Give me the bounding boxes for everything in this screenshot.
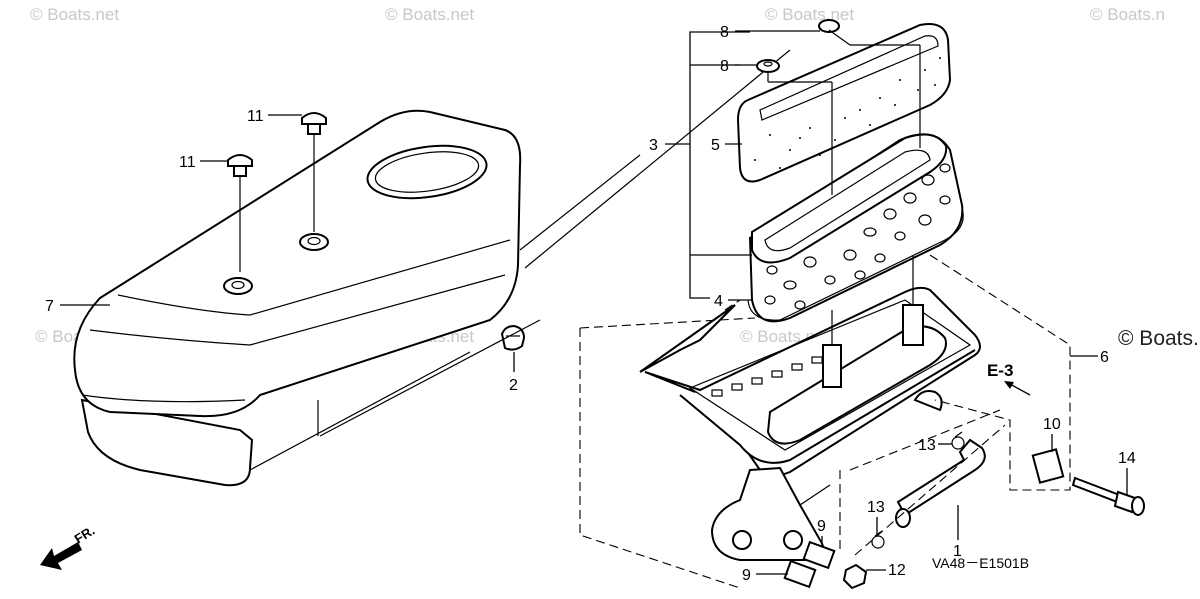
callout-8: 8 — [720, 24, 729, 41]
callout-5: 5 — [711, 137, 720, 154]
callout-2: 2 — [509, 377, 518, 394]
diagram-code: VA48－E1501B — [932, 555, 1029, 571]
hose-clip — [871, 530, 885, 549]
callout-14: 14 — [1118, 450, 1136, 467]
breather-tube — [895, 438, 986, 528]
callout-11: 11 — [179, 154, 196, 171]
watermark: © Boats.net — [765, 5, 854, 24]
callout-12: 12 — [888, 562, 906, 579]
hose-clip — [951, 431, 965, 450]
direction-label: FR. — [72, 523, 98, 547]
cover-screw — [301, 112, 327, 232]
watermark: © Boats.n — [1118, 327, 1200, 350]
flange-bolt — [1071, 476, 1145, 516]
element-holes — [764, 163, 951, 310]
callout-9: 9 — [817, 518, 826, 535]
callout-13: 13 — [918, 437, 936, 454]
element-grommet — [818, 19, 840, 33]
foam-pre-filter — [736, 23, 952, 183]
reference-arrow-icon — [1004, 381, 1031, 396]
watermark: © Boats.net — [385, 5, 474, 24]
foam-texture — [754, 57, 941, 169]
front-direction-arrow-icon: FR. — [40, 523, 97, 570]
callout-13: 13 — [867, 499, 885, 516]
callout-3: 3 — [649, 137, 658, 154]
element-grommet — [756, 59, 780, 73]
collar — [802, 540, 836, 570]
callout-6: 6 — [1100, 349, 1109, 366]
callout-10: 10 — [1043, 416, 1061, 433]
air-cleaner-cover — [73, 109, 522, 487]
watermark: © Boats.net — [30, 5, 119, 24]
callout-8: 8 — [720, 58, 729, 75]
callout-9: 9 — [742, 567, 751, 584]
paper-element — [747, 133, 964, 323]
cover-screw — [227, 154, 253, 272]
callout-7: 7 — [45, 298, 54, 315]
reference-label: E-3 — [987, 361, 1013, 380]
air-cleaner-base — [639, 255, 981, 561]
callout-4: 4 — [714, 293, 723, 310]
flange-nut — [842, 563, 868, 590]
callout-11: 11 — [247, 108, 264, 125]
watermark: © Boats.n — [1090, 5, 1165, 24]
callout-1: 1 — [953, 543, 962, 560]
vent-slots — [711, 356, 823, 397]
collar — [783, 559, 817, 589]
collar — [1031, 448, 1065, 484]
